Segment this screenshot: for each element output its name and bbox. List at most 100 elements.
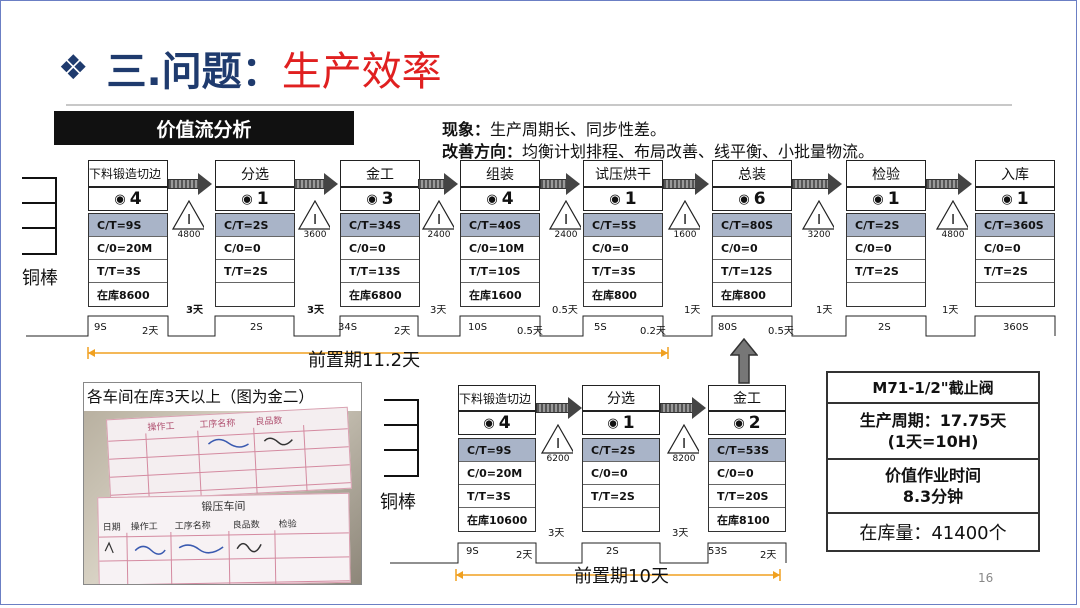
inventory-count: 2400 [554, 230, 578, 240]
data-row-ct: C/T=9S [89, 214, 167, 237]
summary-value-added: 价值作业时间 8.3分钟 [828, 460, 1038, 514]
inventory-triangle-icon: I [668, 200, 700, 230]
svg-text:I: I [817, 213, 821, 228]
timeline-cycle-time: 80S [718, 322, 738, 333]
data-row-tt: T/T=3S [459, 485, 535, 508]
data-row-inv: 在库800 [592, 288, 637, 302]
process-name: 试压烘干 [583, 160, 663, 187]
data-row-co: C/0=0 [976, 237, 1054, 260]
data-row-co: C/0=20M [89, 237, 167, 260]
data-row-ct: C/T=53S [709, 439, 785, 462]
page-number: 16 [978, 571, 994, 585]
process-name: 下料锻造切边 [458, 385, 536, 411]
process-name: 检验 [846, 160, 926, 187]
data-row-inv: 在库10600 [467, 513, 528, 527]
push-arrow-shaft [418, 179, 446, 189]
timeline-cycle-time: 10S [468, 322, 488, 333]
timeline-cycle-time: 2S [250, 322, 263, 333]
data-row-inv: 在库6800 [349, 288, 402, 302]
top-lead-time: 前置期11.2天 [308, 350, 421, 371]
push-arrow-head [828, 173, 842, 195]
data-row-ct: C/T=9S [459, 439, 535, 462]
timeline-cycle-time: 9S [466, 546, 479, 557]
top-timeline [26, 315, 1056, 337]
page-title: ❖ 三.问题： 生产效率 [58, 38, 442, 98]
data-row-inv: 在库8600 [97, 288, 150, 302]
operator-icon: ◉ [483, 415, 495, 431]
data-row-ct: C/T=2S [583, 439, 659, 462]
title-prefix: 三.问题： [106, 49, 282, 95]
timeline-waiting-days: 1天 [816, 305, 833, 316]
push-arrow-head [568, 397, 582, 419]
data-row-ct: C/T=40S [461, 214, 539, 237]
summary-product: M71-1/2"截止阀 [828, 373, 1038, 404]
data-row-inv: 在库800 [721, 288, 766, 302]
inventory-count: 4800 [177, 230, 201, 240]
svg-text:I: I [556, 437, 560, 452]
push-arrow-shaft [168, 179, 200, 189]
push-arrow-icon [294, 173, 338, 195]
phenomenon-label: 现象： [442, 120, 491, 139]
push-arrow-shaft [540, 179, 568, 189]
inventory-triangle-icon: I [802, 200, 834, 230]
timeline-cycle-time: 5S [594, 322, 607, 333]
push-arrow-icon [792, 173, 842, 195]
photo-caption: 各车间在库3天以上（图为金二） [84, 383, 361, 411]
inventory-count: 4800 [941, 230, 965, 240]
timeline-waiting-days: 3天 [307, 305, 324, 316]
inventory-triangle-icon: I [422, 200, 454, 230]
data-row-co: C/0=0 [584, 237, 662, 260]
push-arrow-shaft [792, 179, 830, 189]
data-row-tt: T/T=3S [584, 260, 662, 283]
inventory-triangle-icon: I [298, 200, 330, 230]
operator-count: 2 [748, 413, 761, 433]
push-arrow-icon [540, 173, 580, 195]
timeline-ladder [390, 542, 787, 564]
operator-box: ◉4 [458, 411, 536, 435]
inventory-triangle-icon: I [541, 424, 573, 454]
operator-box: ◉1 [215, 187, 295, 211]
summary-cycle-time: 生产周期：17.75天 [859, 411, 1007, 430]
data-row-ct: C/T=80S [713, 214, 791, 237]
svg-text:I: I [682, 437, 686, 452]
data-row-tt: T/T=2S [216, 260, 294, 283]
data-row-tt: T/T=10S [461, 260, 539, 283]
process-name: 总装 [712, 160, 792, 187]
svg-text:I: I [437, 213, 441, 228]
operator-icon: ◉ [1001, 191, 1013, 207]
timeline-cycle-time: 360S [1003, 322, 1029, 333]
push-arrow-icon [663, 173, 709, 195]
bottom-lead-time-bracket [455, 569, 781, 581]
data-row-tt: T/T=13S [341, 260, 419, 283]
phenomenon-note: 现象：生产周期长、同步性差。 [442, 116, 666, 140]
phenomenon-text: 生产周期长、同步性差。 [490, 120, 667, 139]
push-arrow-head [695, 173, 709, 195]
push-arrow-icon [418, 173, 458, 195]
record-card-bottom: 锻压车间 日期 操作工 工序名称 良品数 检验 [97, 492, 351, 584]
timeline-process-wait: 0.5天 [517, 326, 543, 337]
data-row-tt: T/T=2S [976, 260, 1054, 283]
record-card-top-grid [108, 425, 351, 500]
data-row-ct: C/T=360S [976, 214, 1054, 237]
operator-box: ◉3 [340, 187, 420, 211]
data-row-co: C/0=0 [847, 237, 925, 260]
data-row-ct: C/T=34S [341, 214, 419, 237]
operator-count: 4 [501, 189, 514, 209]
data-row-tt: T/T=12S [713, 260, 791, 283]
operator-box: ◉1 [583, 187, 663, 211]
timeline-process-wait: 0.5天 [768, 326, 794, 337]
operator-box: ◉1 [582, 411, 660, 435]
timeline-waiting-days: 3天 [186, 305, 203, 316]
process-name: 金工 [708, 385, 786, 411]
operator-box: ◉4 [460, 187, 540, 211]
push-arrow-head [958, 173, 972, 195]
timeline-process-wait: 2天 [760, 550, 777, 561]
